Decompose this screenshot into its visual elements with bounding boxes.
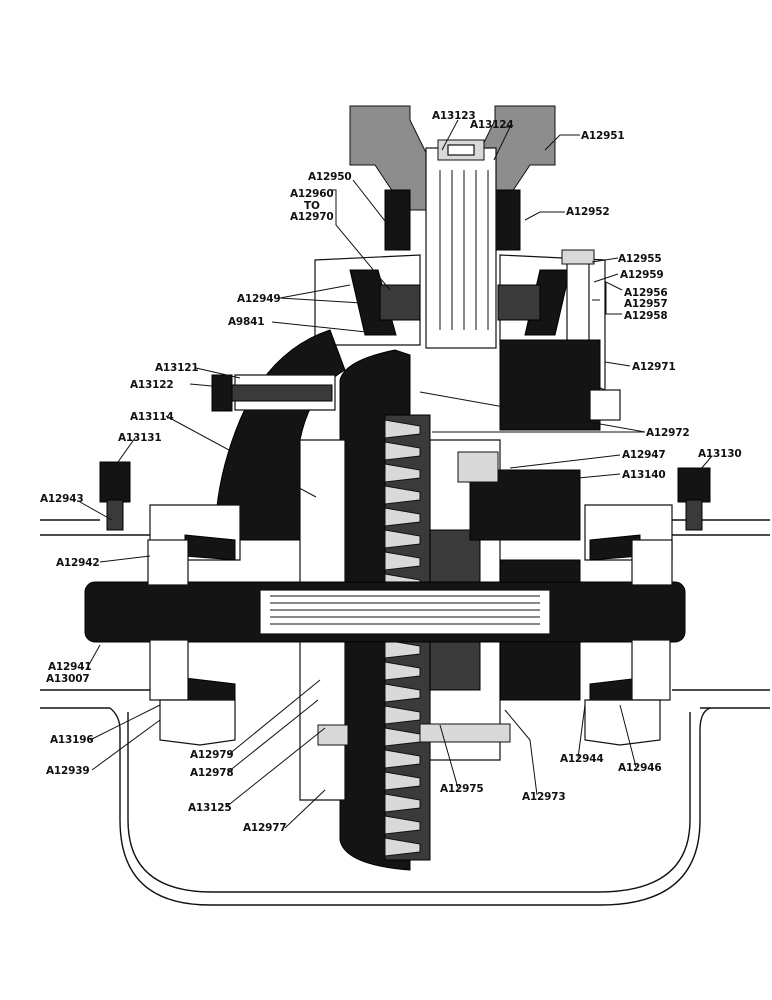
- label-a12978: A12978: [190, 767, 233, 779]
- label-a13125: A13125: [188, 802, 231, 814]
- label-a12946: A12946: [618, 762, 661, 774]
- label-a12955: A12955: [618, 253, 661, 265]
- gear-tooth: [384, 551, 421, 571]
- label-a12942: A12942: [56, 557, 99, 569]
- label-a12949: A12949: [237, 293, 280, 305]
- label-a12979: A12979: [190, 749, 233, 761]
- gear-tooth: [384, 419, 421, 439]
- gear-tooth: [384, 529, 421, 549]
- axle-housing-outline: [40, 519, 770, 906]
- part-labels: A13123 A13124 A12951 A12950 A12960 TO A1…: [40, 110, 742, 834]
- label-to: TO: [304, 200, 320, 212]
- pinion-shaft: [425, 139, 497, 349]
- gear-tooth: [384, 661, 421, 681]
- label-a12943: A12943: [40, 493, 83, 505]
- gear-tooth: [384, 771, 421, 791]
- label-a12939: A12939: [46, 765, 89, 777]
- label-a13121: A13121: [155, 362, 198, 374]
- label-a12970: A12970: [290, 211, 333, 223]
- gear-tooth: [384, 749, 421, 769]
- label-a13007: A13007: [46, 673, 89, 685]
- label-a13130: A13130: [698, 448, 741, 460]
- gear-tooth: [384, 683, 421, 703]
- side-bearings: [147, 534, 673, 746]
- label-a13114: A13114: [130, 411, 173, 423]
- label-a12941: A12941: [48, 661, 91, 673]
- label-a12959: A12959: [620, 269, 663, 281]
- label-a12972: A12972: [646, 427, 689, 439]
- label-a9841: A9841: [228, 316, 264, 328]
- gear-tooth: [384, 485, 421, 505]
- gear-tooth: [384, 793, 421, 813]
- label-a12958: A12958: [624, 310, 667, 322]
- label-a13196: A13196: [50, 734, 93, 746]
- gear-tooth: [384, 837, 421, 857]
- label-a12947: A12947: [622, 449, 665, 461]
- leader-lines: [79, 119, 713, 829]
- label-a12944: A12944: [560, 753, 603, 765]
- gear-tooth: [384, 441, 421, 461]
- label-a12971: A12971: [632, 361, 675, 373]
- label-a13140: A13140: [622, 469, 665, 481]
- bolts: [99, 374, 711, 746]
- gear-tooth: [384, 507, 421, 527]
- label-a12950: A12950: [308, 171, 351, 183]
- label-a13131: A13131: [118, 432, 161, 444]
- label-a12952: A12952: [566, 206, 609, 218]
- label-a13122: A13122: [130, 379, 173, 391]
- axle-shafts: [84, 581, 686, 643]
- label-a12977: A12977: [243, 822, 286, 834]
- label-a12956: A12956: [624, 287, 667, 299]
- label-a12975: A12975: [440, 783, 483, 795]
- gear-tooth: [384, 463, 421, 483]
- label-a12957: A12957: [624, 298, 667, 310]
- gear-tooth: [384, 705, 421, 725]
- gear-tooth: [384, 815, 421, 835]
- label-a13123: A13123: [432, 110, 475, 122]
- label-a12973: A12973: [522, 791, 565, 803]
- label-a13124: A13124: [470, 119, 513, 131]
- label-a12960: A12960: [290, 188, 333, 200]
- gear-tooth: [384, 639, 421, 659]
- label-a12951: A12951: [581, 130, 624, 142]
